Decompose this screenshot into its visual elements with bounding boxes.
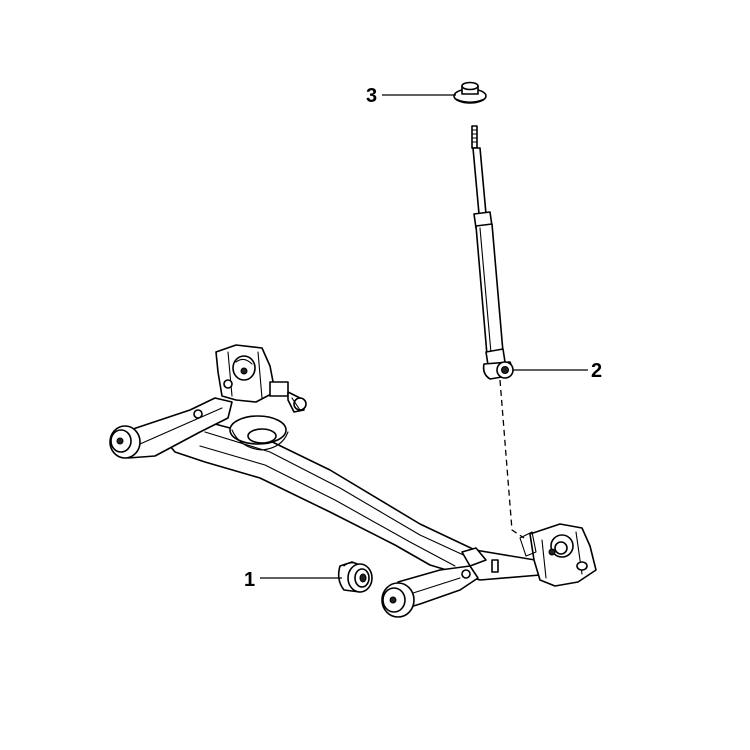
part-3-upper-mount xyxy=(453,81,487,104)
callout-2-label: 2 xyxy=(591,360,602,382)
part-2-shock-absorber xyxy=(471,125,514,380)
callout-1-label: 1 xyxy=(244,569,255,591)
right-bushing-eye xyxy=(381,582,415,618)
left-bushing-eye xyxy=(109,425,141,459)
callout-3-label: 3 xyxy=(366,85,377,107)
alignment-dashed-line xyxy=(499,379,525,539)
rear-axle-beam xyxy=(109,344,597,618)
part-1-bushing xyxy=(337,561,373,593)
